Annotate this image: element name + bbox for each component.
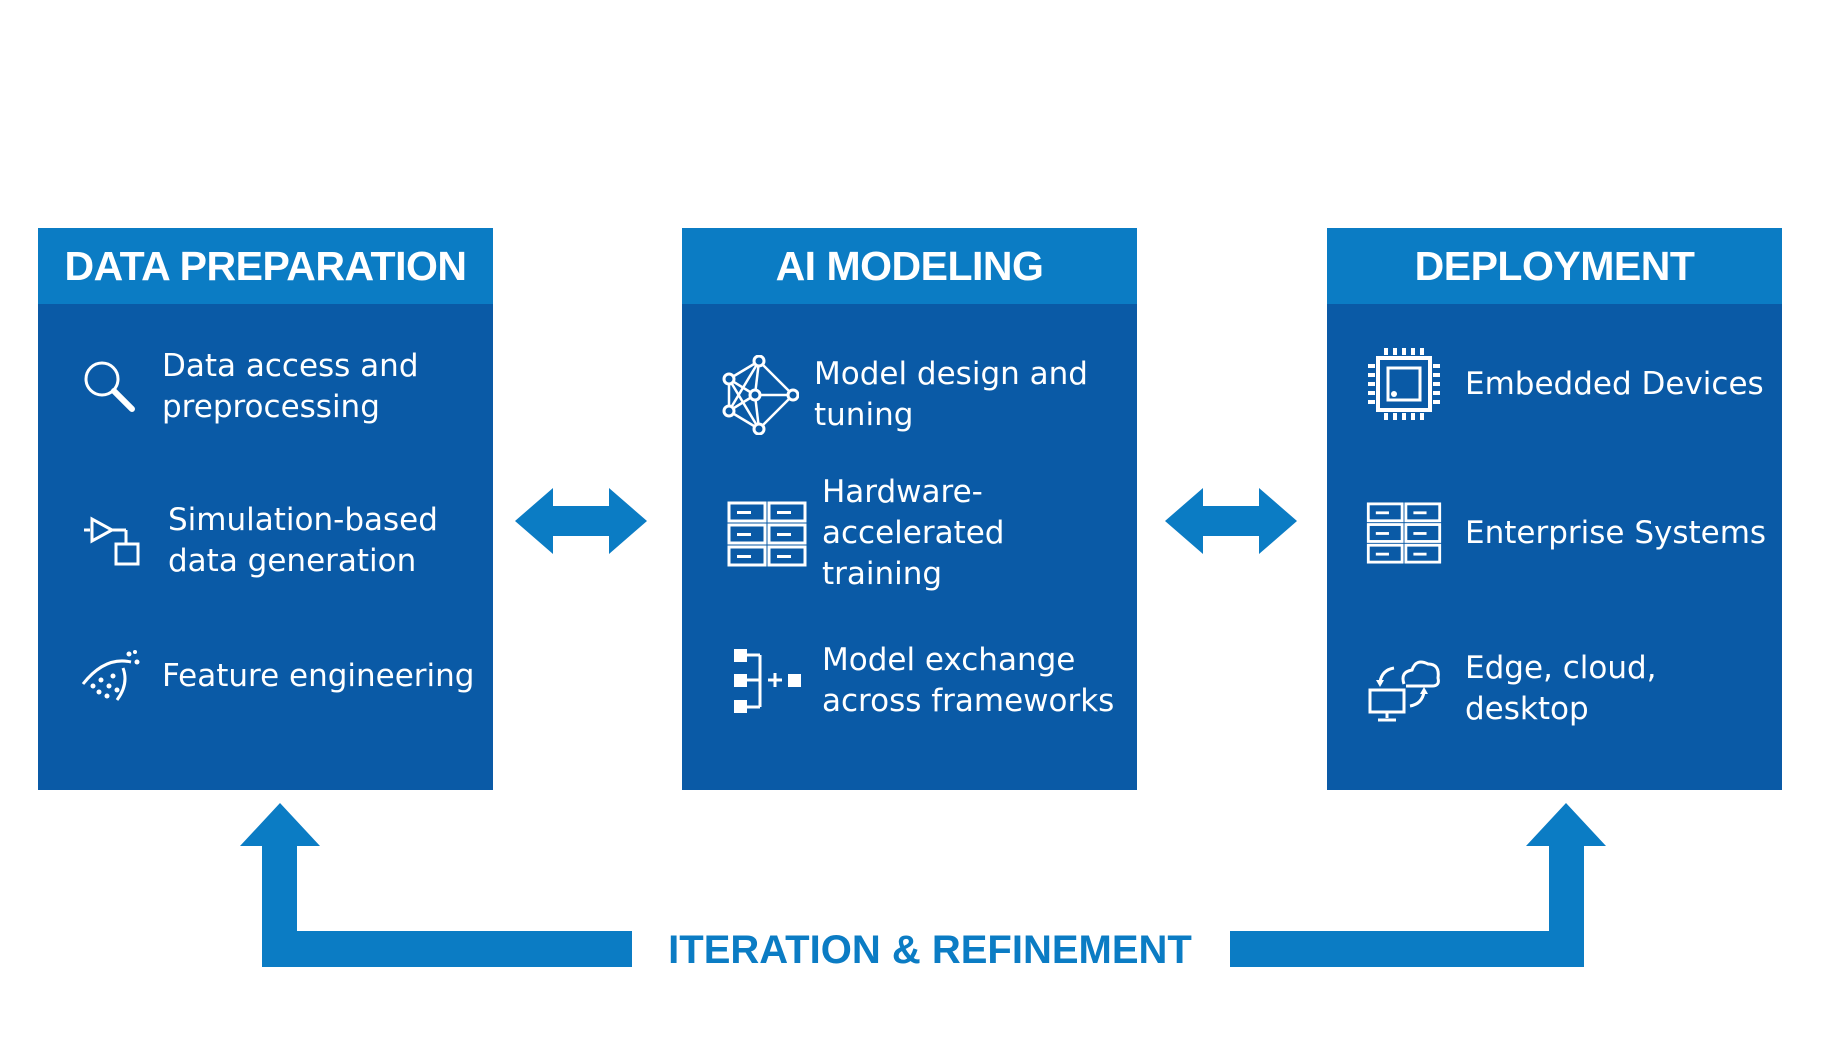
model-exchange-icon <box>712 647 822 715</box>
edge-cloud-desktop-label: Edge, cloud, desktop <box>1465 650 1657 727</box>
magnifier-icon <box>58 357 162 417</box>
data-preparation-title: DATA PREPARATION <box>38 228 493 304</box>
embedded-devices-label: Embedded Devices <box>1465 365 1764 402</box>
simulation-label: Simulation-based data generation <box>168 502 438 579</box>
simulation-icon <box>58 514 168 568</box>
neural-network-icon <box>704 355 814 435</box>
enterprise-systems-label: Enterprise Systems <box>1465 514 1767 551</box>
data-preparation-panel: DATA PREPARATION Data access and preproc… <box>38 228 493 790</box>
feature-engineering-icon <box>58 648 162 704</box>
feature-engineering-label: Feature engineering <box>162 657 475 694</box>
edge-cloud-desktop-item: Edge, cloud, desktop <box>1327 648 1782 730</box>
hardware-training-item: Hardware-accelerated training <box>682 472 1137 595</box>
server-rack-icon <box>712 501 822 567</box>
enterprise-systems-item: Enterprise Systems <box>1327 502 1782 564</box>
ai-modeling-title: AI MODELING <box>682 228 1137 304</box>
double-arrow-prep-modeling <box>515 488 647 554</box>
model-design-item: Model design and tuning <box>682 354 1137 436</box>
cloud-desktop-icon <box>1349 654 1459 724</box>
model-design-label: Model design and tuning <box>814 356 1088 433</box>
iteration-loop-right-arrow <box>1230 803 1606 967</box>
deployment-title: DEPLOYMENT <box>1327 228 1782 304</box>
iteration-loop-left-arrow <box>240 803 632 967</box>
iteration-refinement-label: ITERATION & REFINEMENT <box>668 927 1192 972</box>
ai-modeling-panel: AI MODELING Model desi <box>682 228 1137 790</box>
chip-icon <box>1349 346 1459 422</box>
data-access-label: Data access and preprocessing <box>162 348 419 425</box>
model-exchange-item: Model exchange across frameworks <box>682 640 1137 722</box>
double-arrow-modeling-deploy <box>1165 488 1297 554</box>
deployment-panel: DEPLOYMENT <box>1327 228 1782 790</box>
model-exchange-label: Model exchange across frameworks <box>822 642 1115 719</box>
simulation-item: Simulation-based data generation <box>38 500 493 582</box>
embedded-devices-item: Embedded Devices <box>1327 346 1782 422</box>
server-rack-icon <box>1349 502 1459 564</box>
hardware-training-label: Hardware-accelerated training <box>822 474 1005 592</box>
feature-engineering-item: Feature engineering <box>38 648 493 704</box>
data-access-item: Data access and preprocessing <box>38 346 493 428</box>
